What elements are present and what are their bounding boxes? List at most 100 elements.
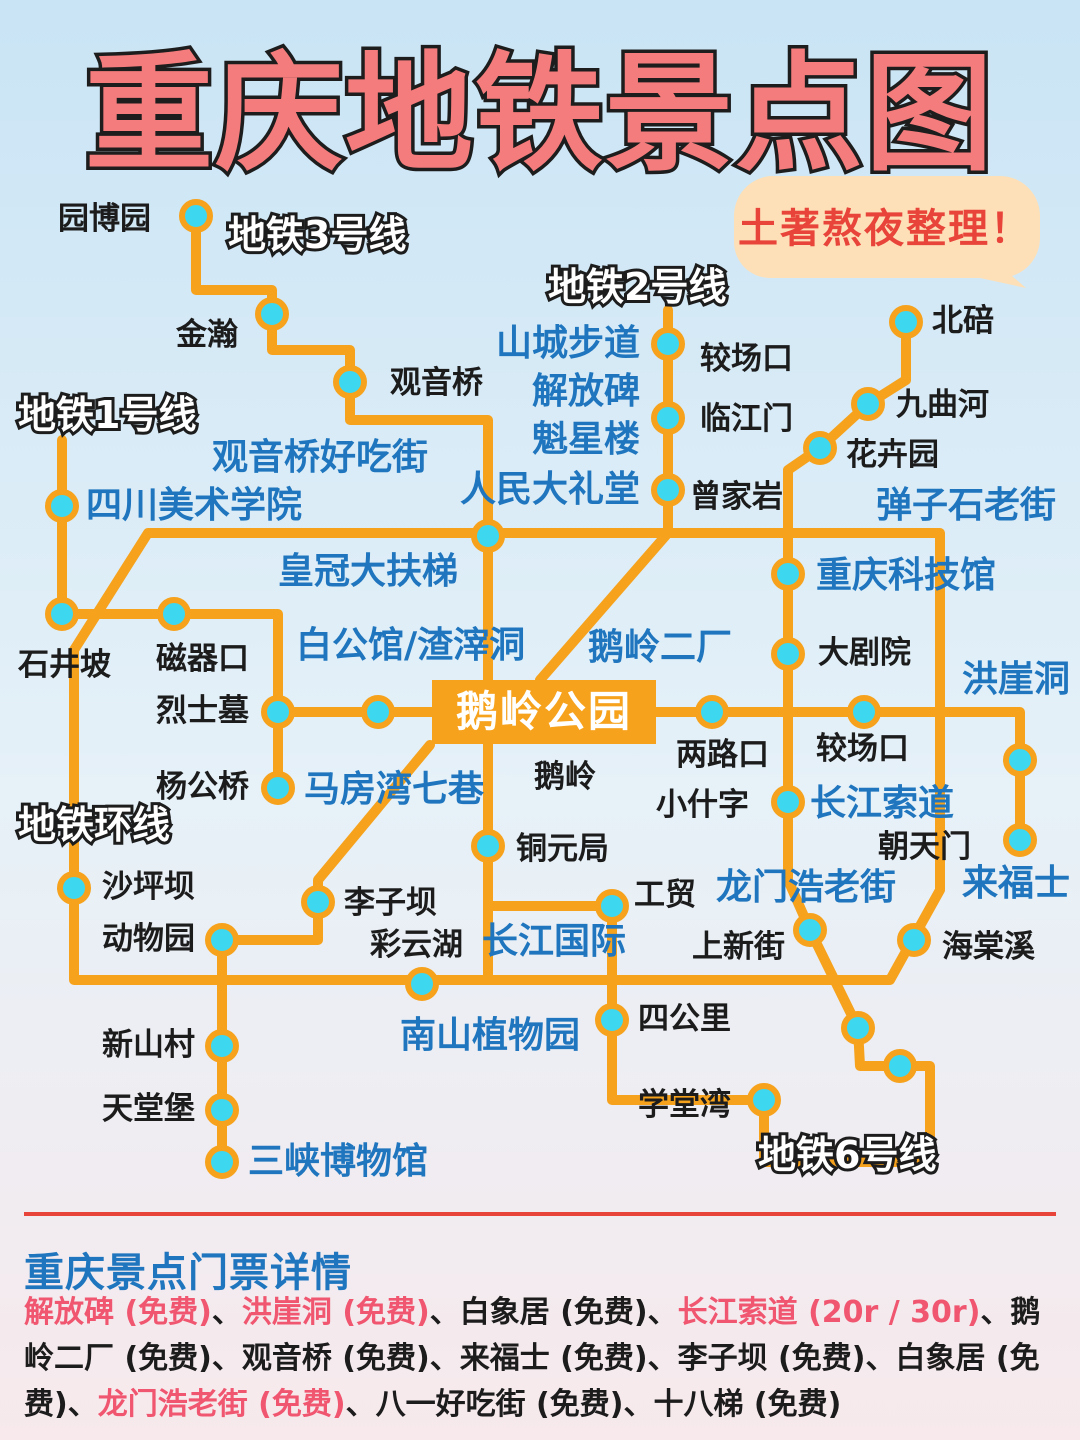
ticket-item-highlight: 解放碑 (免费) (24, 1295, 212, 1330)
station-dot (361, 695, 395, 729)
loop-line-label: 地铁环线 (15, 803, 173, 847)
station-dot (793, 913, 827, 947)
line2-path (535, 305, 673, 685)
station-dot (333, 365, 367, 399)
station-dot (205, 923, 239, 957)
attraction-renmin-dalitang: 人民大礼堂 (460, 469, 641, 510)
station-dot (771, 637, 805, 671)
ticket-item-highlight: 长江索道 (20r / 30r) (677, 1295, 981, 1330)
station-dot (841, 1011, 875, 1045)
station-dot (255, 297, 289, 331)
station-dot (1003, 743, 1037, 777)
station-caiyunhu: 彩云湖 (370, 927, 463, 963)
page-title: 重庆地铁景点图 (81, 37, 996, 193)
station-shapingba: 沙坪坝 (102, 869, 195, 905)
station-dot (179, 199, 213, 233)
station-shangxinjie: 上新街 (692, 929, 785, 965)
line2-label: 地铁2号线 (545, 265, 729, 309)
station-dot (803, 431, 837, 465)
attraction-eling-erchang: 鹅岭二厂 (588, 627, 733, 668)
station-xiaoshizi: 小什字 (656, 787, 749, 823)
station-lianglukou: 两路口 (676, 737, 769, 773)
line1-label: 地铁1号线 (15, 393, 199, 437)
station-eling: 鹅岭 (534, 759, 596, 795)
attraction-baigongguan: 白公馆/渣滓洞 (296, 625, 526, 666)
section-divider (24, 1212, 1056, 1216)
attraction-jiefangbei: 解放碑 (532, 371, 641, 412)
station-huahuiyuan: 花卉园 (846, 437, 939, 473)
station-dot (205, 1093, 239, 1127)
line6-label: 地铁6号线 (755, 1133, 939, 1177)
attraction-changjiang-suodao: 长江索道 (810, 783, 955, 824)
station-guanyinqiao: 观音桥 (390, 365, 483, 401)
line3-label: 地铁3号线 (225, 213, 409, 257)
attraction-laifushi: 来福士 (962, 863, 1071, 904)
station-dot (205, 1145, 239, 1179)
ticket-item-highlight: 洪崖洞 (免费) (241, 1295, 430, 1330)
station-yanggongqiao: 杨公桥 (156, 769, 249, 805)
station-dot (889, 305, 923, 339)
attraction-danzishi: 弹子石老街 (876, 485, 1057, 526)
station-dot (45, 597, 79, 631)
station-beibei: 北碚 (932, 303, 994, 339)
ticket-info-body: 解放碑 (免费)、洪崖洞 (免费)、白象居 (免费)、长江索道 (20r / 3… (24, 1290, 1064, 1428)
station-dajuyuan: 大剧院 (818, 635, 911, 671)
station-dot (695, 695, 729, 729)
station-haitangxi: 海棠溪 (942, 929, 1035, 965)
station-dot (57, 871, 91, 905)
station-dot (747, 1083, 781, 1117)
bubble-note: 土著熬夜整理！ (738, 206, 1032, 252)
center-station-eling-park[interactable]: 鹅岭公园 (432, 680, 656, 744)
attraction-changjiang-guoji: 长江国际 (482, 921, 627, 962)
station-dot (651, 327, 685, 361)
station-dot (45, 489, 79, 523)
station-gongmao: 工贸 (634, 877, 696, 913)
station-dot (651, 473, 685, 507)
station-dot (1003, 823, 1037, 857)
station-dot (261, 695, 295, 729)
station-tiantangbao: 天堂堡 (102, 1091, 195, 1127)
station-jiuquhe: 九曲河 (896, 387, 989, 423)
station-dongwuyuan: 动物园 (102, 921, 195, 957)
attraction-sanxia-museum: 三峡博物馆 (248, 1141, 429, 1182)
station-dot (471, 519, 505, 553)
station-dot (405, 967, 439, 1001)
station-dot (847, 695, 881, 729)
station-dot (205, 1029, 239, 1063)
station-jinhan: 金瀚 (176, 317, 238, 353)
station-liziba: 李子坝 (344, 885, 437, 921)
station-ciqikou: 磁器口 (156, 641, 249, 677)
attraction-huangguan: 皇冠大扶梯 (278, 551, 459, 592)
attraction-sichuan-art: 四川美术学院 (86, 485, 303, 526)
station-dot (651, 401, 685, 435)
attraction-kejiguan: 重庆科技馆 (816, 555, 997, 596)
station-dot (897, 923, 931, 957)
ticket-item-text: 、白象居 (免费)、 (429, 1295, 678, 1330)
station-shijingpo: 石井坡 (18, 647, 111, 683)
attraction-mafangwan: 马房湾七巷 (304, 769, 485, 810)
attraction-shancheng-budao: 山城步道 (496, 323, 641, 364)
attraction-kuixinglou: 魁星楼 (532, 419, 641, 460)
station-dot (157, 597, 191, 631)
station-zengjiayan: 曾家岩 (690, 479, 783, 515)
station-dot (595, 1003, 629, 1037)
ticket-item-text: 、八一好吃街 (免费)、十八梯 (免费) (345, 1387, 842, 1422)
station-dot (301, 885, 335, 919)
station-dot (261, 771, 295, 805)
line6-path (483, 317, 935, 1167)
line2-sw-path (217, 740, 435, 1167)
station-xuetangwan: 学堂湾 (638, 1087, 731, 1123)
station-jiaochangkou-2: 较场口 (816, 731, 909, 767)
station-dot (471, 829, 505, 863)
station-dot (595, 889, 629, 923)
ticket-item-text: 、鹅岭二厂 (免费)、观音桥 (免费)、来福士 (免费)、李子坝 (免费)、白象… (24, 1295, 1041, 1422)
speech-bubble: 土著熬夜整理！ (730, 172, 1066, 290)
line3-path (191, 211, 493, 985)
station-tongyuanju: 铜元局 (516, 831, 609, 867)
east-west-path (273, 707, 1025, 845)
station-linjiangmen: 临江门 (700, 401, 793, 437)
station-sigongli: 四公里 (638, 1001, 731, 1037)
attraction-hongyadong: 洪崖洞 (962, 659, 1071, 700)
ticket-item-text: 、 (211, 1295, 242, 1330)
